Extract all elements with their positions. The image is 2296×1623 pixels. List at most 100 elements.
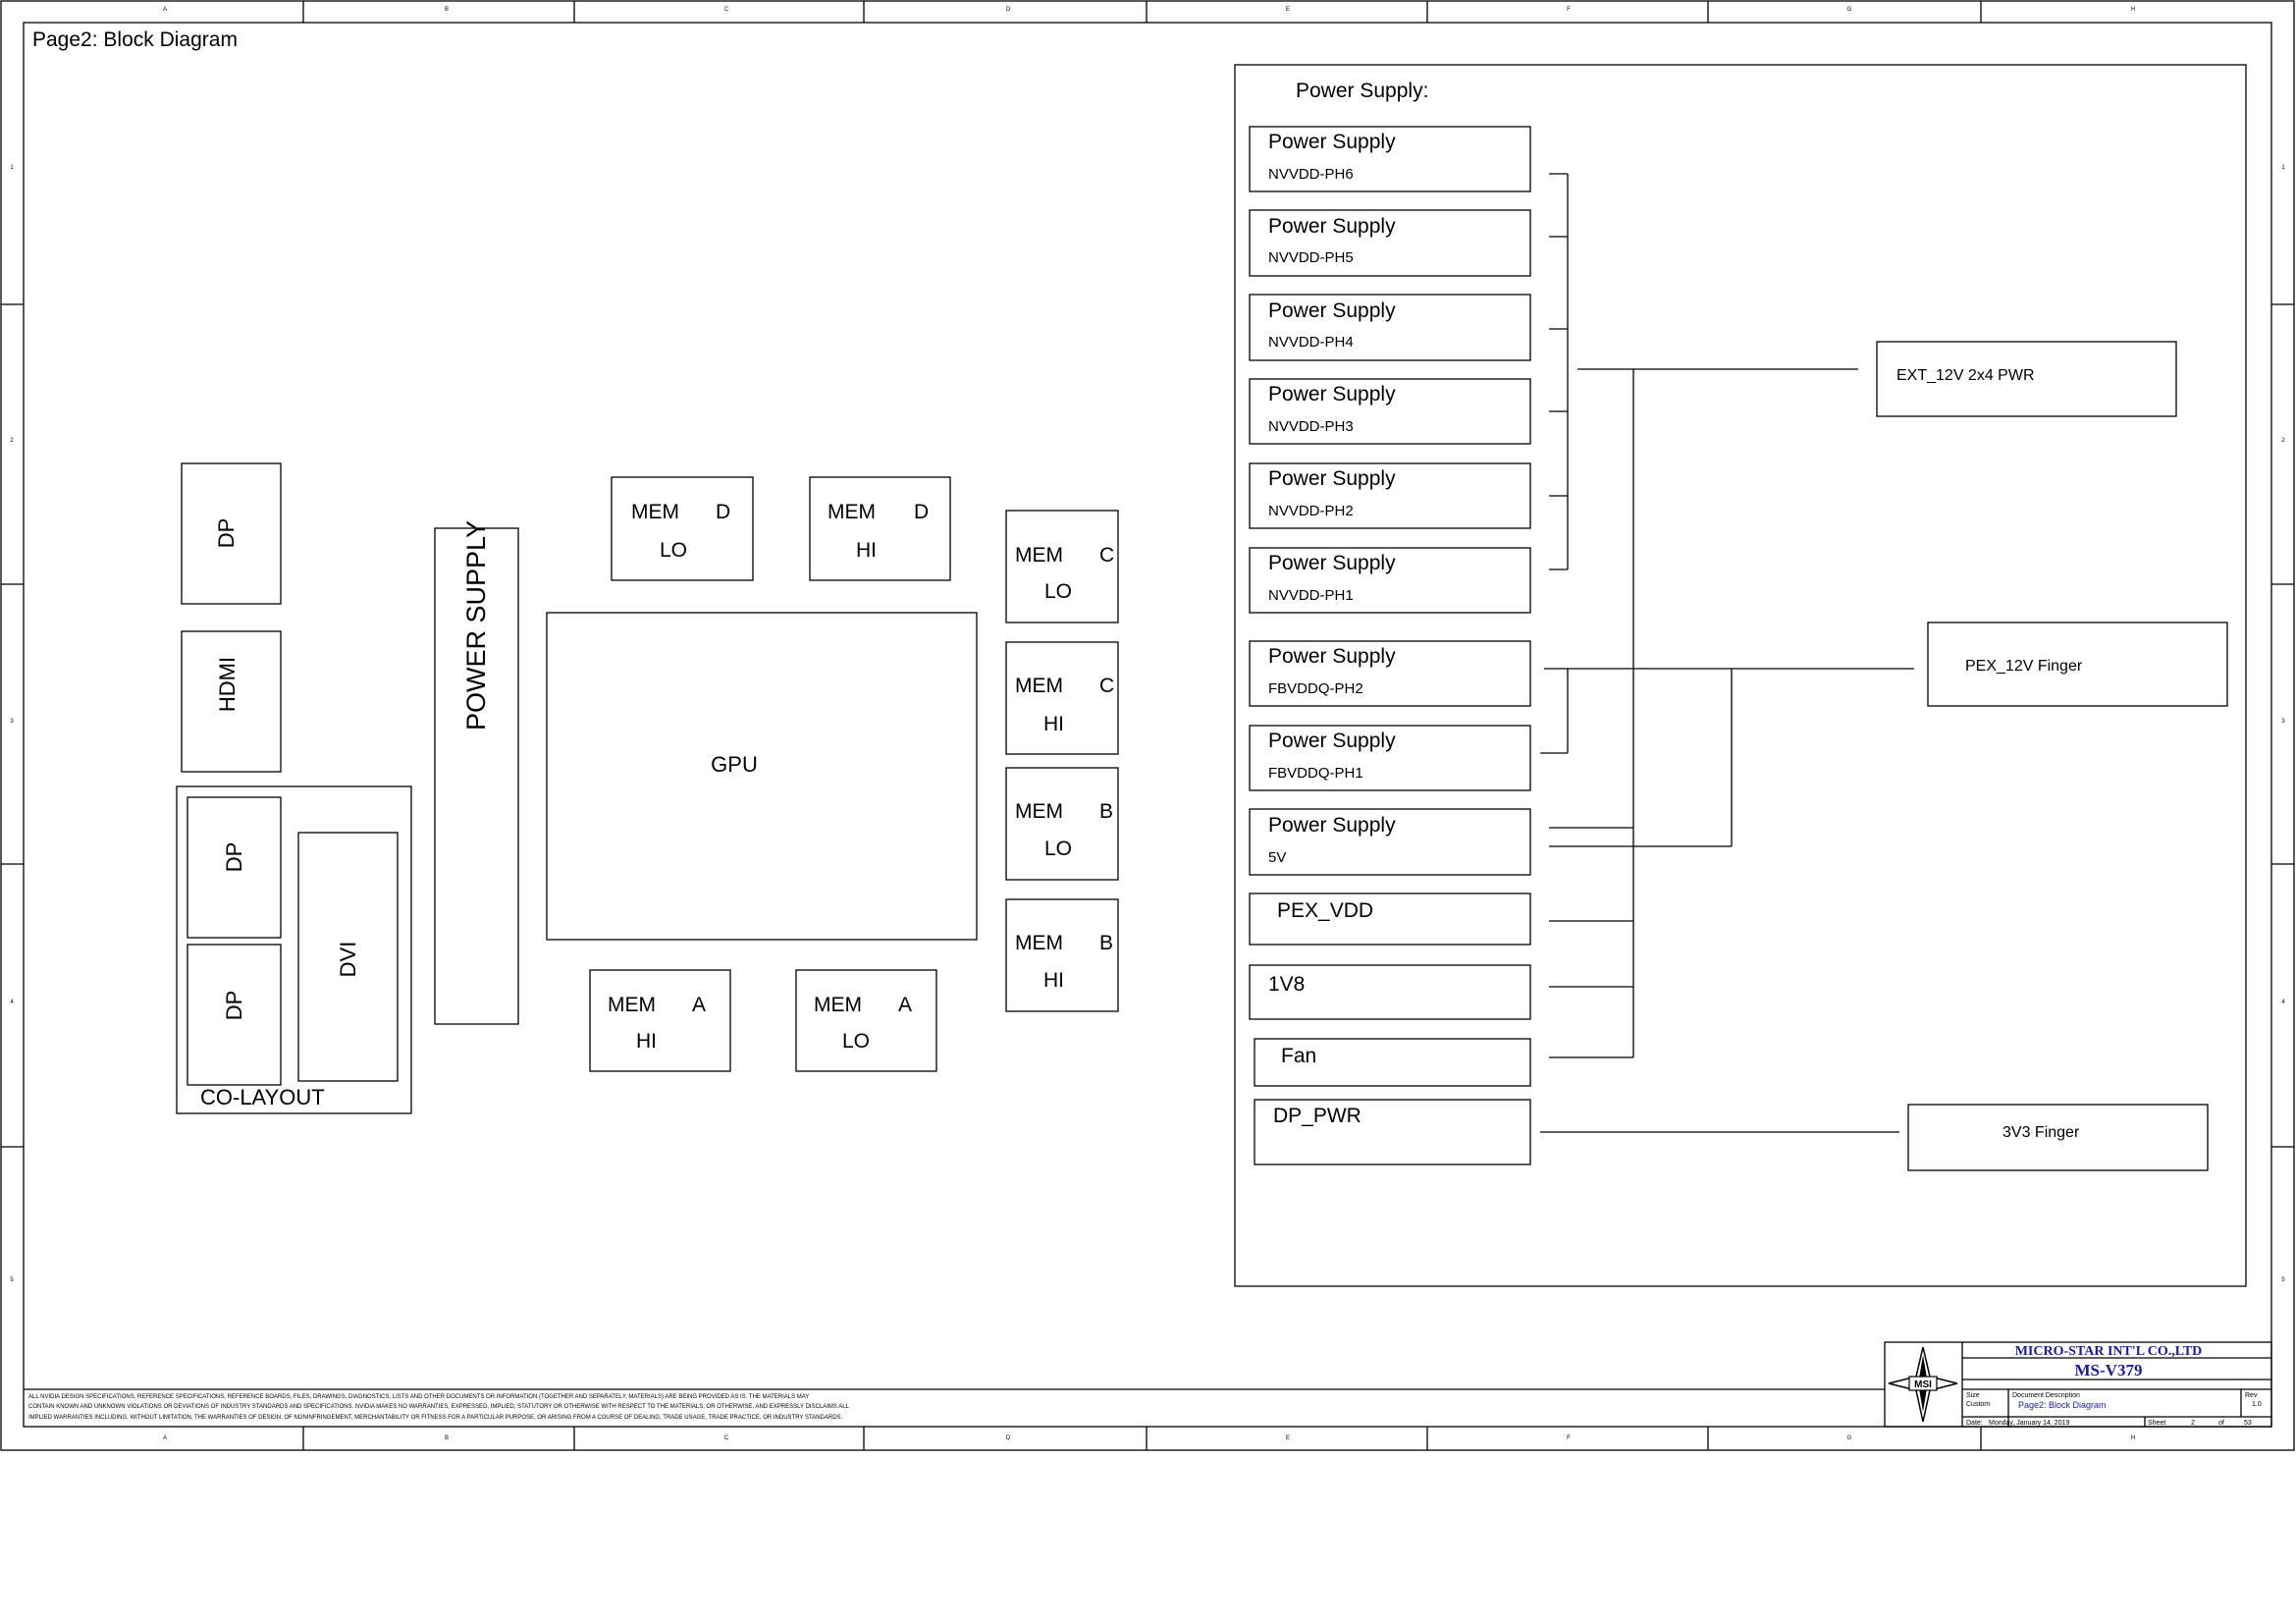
power-section-title: Power Supply: [1296, 80, 1428, 102]
pex-12v-finger-label: PEX_12V Finger [1965, 658, 2083, 675]
zone-row-label: 2 [2281, 438, 2285, 444]
size-label: Size [1966, 1392, 1980, 1399]
date-label: Date: [1966, 1420, 1983, 1427]
mem-b-lo-mem: MEM [1015, 800, 1063, 823]
fan-label: Fan [1281, 1045, 1316, 1067]
zone-row-label: 1 [2281, 165, 2285, 171]
mem-b-lo-block [1005, 767, 1119, 881]
hdmi-label: HDMI [215, 657, 240, 712]
dp-co2-label: DP [222, 991, 246, 1021]
zone-col-label: C [724, 7, 729, 13]
zone-col-label: A [163, 1435, 167, 1441]
pex-12v-finger-box [1927, 622, 2228, 707]
supply-rail: NVVDD-PH1 [1268, 587, 1354, 604]
dp-top-block [181, 462, 282, 605]
zone-col-label: E [1286, 1435, 1290, 1441]
zone-row-label: 3 [10, 719, 14, 725]
mem-c-lo-mem: MEM [1015, 544, 1063, 567]
zone-row-label: 1 [10, 165, 14, 171]
zone-col-label: A [163, 7, 167, 13]
gpu-block [546, 612, 978, 941]
supply-rail: NVVDD-PH3 [1268, 418, 1354, 435]
supply-box-5v [1249, 808, 1531, 876]
ext-12v-box [1876, 341, 2177, 417]
zone-col-label: H [2131, 1435, 2135, 1441]
dp-pwr-label: DP_PWR [1273, 1105, 1362, 1127]
supply-rail: FBVDDQ-PH2 [1268, 680, 1363, 697]
sheet-value: 2 [2191, 1420, 2195, 1427]
supply-boxes [1249, 126, 2228, 1171]
mem-d-lo-mem: MEM [631, 501, 679, 523]
supply-box-nvvdd-ph2 [1249, 462, 1531, 529]
rev-value: 1.0 [2252, 1401, 2262, 1408]
supply-label: Power Supply [1268, 131, 1396, 153]
mem-d-lo-bank: D [716, 501, 730, 523]
power-supply-label: POWER SUPPLY [461, 520, 491, 730]
hdmi-block [181, 630, 282, 773]
dvi-label: DVI [336, 942, 360, 978]
fan-box [1254, 1038, 1531, 1087]
dp-co1-label: DP [222, 842, 246, 873]
mem-c-lo-block [1005, 510, 1119, 623]
zone-row-label: 3 [2281, 719, 2285, 725]
co-layout-label: CO-LAYOUT [200, 1085, 325, 1109]
supply-rail: NVVDD-PH6 [1268, 166, 1354, 183]
mem-a-lo-mem: MEM [814, 994, 862, 1016]
zone-row-label: 4 [10, 1000, 14, 1005]
supply-label: Power Supply [1268, 467, 1396, 490]
3v3-finger-box [1907, 1104, 2209, 1171]
disclaimer-line: ALL NVIDIA DESIGN SPECIFICATIONS, REFERE… [28, 1394, 809, 1400]
mem-d-lo-block [611, 476, 754, 581]
mem-a-lo-bank: A [898, 994, 912, 1016]
1v8-label: 1V8 [1268, 973, 1305, 996]
disclaimer-line: CONTAIN KNOWN AND UNKNOWN VIOLATIONS OR … [28, 1404, 850, 1410]
mem-a-hi-mem: MEM [608, 994, 656, 1016]
mem-c-hi-block [1005, 641, 1119, 755]
power-wires [1540, 173, 1914, 1133]
dp-pwr-box [1254, 1099, 1531, 1165]
supply-label: Power Supply [1268, 645, 1396, 668]
zone-col-label: D [1006, 7, 1011, 13]
supply-box-nvvdd-ph1 [1249, 547, 1531, 614]
mem-b-hi-half: HI [1043, 969, 1064, 992]
1v8-box [1249, 964, 1531, 1020]
doc-label: Document Description [2012, 1392, 2080, 1399]
mem-a-lo-block [795, 969, 937, 1072]
mem-a-hi-bank: A [692, 994, 706, 1016]
mem-c-lo-bank: C [1099, 544, 1114, 567]
power-section-frame [1234, 64, 2247, 1287]
supply-label: Power Supply [1268, 383, 1396, 406]
mem-d-hi-block [809, 476, 951, 581]
mem-b-hi-mem: MEM [1015, 932, 1063, 954]
zone-row-label: 5 [2281, 1277, 2285, 1283]
ext-12v-label: EXT_12V 2x4 PWR [1896, 367, 2035, 384]
zone-col-label: G [1847, 1435, 1852, 1441]
mem-c-lo-half: LO [1044, 580, 1072, 603]
supply-rail: FBVDDQ-PH1 [1268, 765, 1363, 782]
zone-col-label: F [1567, 7, 1571, 13]
rev-label: Rev [2245, 1392, 2258, 1399]
of-label: of [2218, 1420, 2224, 1427]
mem-c-hi-mem: MEM [1015, 675, 1063, 697]
supply-label: Power Supply [1268, 814, 1396, 837]
supply-box-nvvdd-ph5 [1249, 209, 1531, 277]
mem-b-lo-bank: B [1099, 800, 1113, 823]
zone-col-label: B [445, 7, 449, 13]
mem-b-lo-half: LO [1044, 838, 1072, 860]
gpu-label: GPU [711, 752, 758, 777]
title-block [1884, 1341, 2272, 1428]
mem-b-hi-block [1005, 898, 1119, 1012]
supply-rail: 5V [1268, 849, 1286, 866]
model-number: MS-V379 [2075, 1361, 2143, 1380]
zone-labels: A B C D E F G H A B C D E F G H 1 2 3 4 … [10, 7, 2285, 1441]
msi-logo: MSI [1888, 1346, 1958, 1423]
company-name: MICRO-STAR INT'L CO.,LTD [2015, 1344, 2203, 1359]
mem-a-hi-half: HI [636, 1030, 657, 1053]
mem-b-hi-bank: B [1099, 932, 1113, 954]
zone-col-label: H [2131, 7, 2135, 13]
supply-rail: NVVDD-PH4 [1268, 334, 1354, 351]
supply-label: Power Supply [1268, 299, 1396, 322]
page-title: Page2: Block Diagram [32, 28, 238, 51]
supply-rail: NVVDD-PH5 [1268, 249, 1354, 266]
sheet-frame [0, 0, 2295, 1451]
